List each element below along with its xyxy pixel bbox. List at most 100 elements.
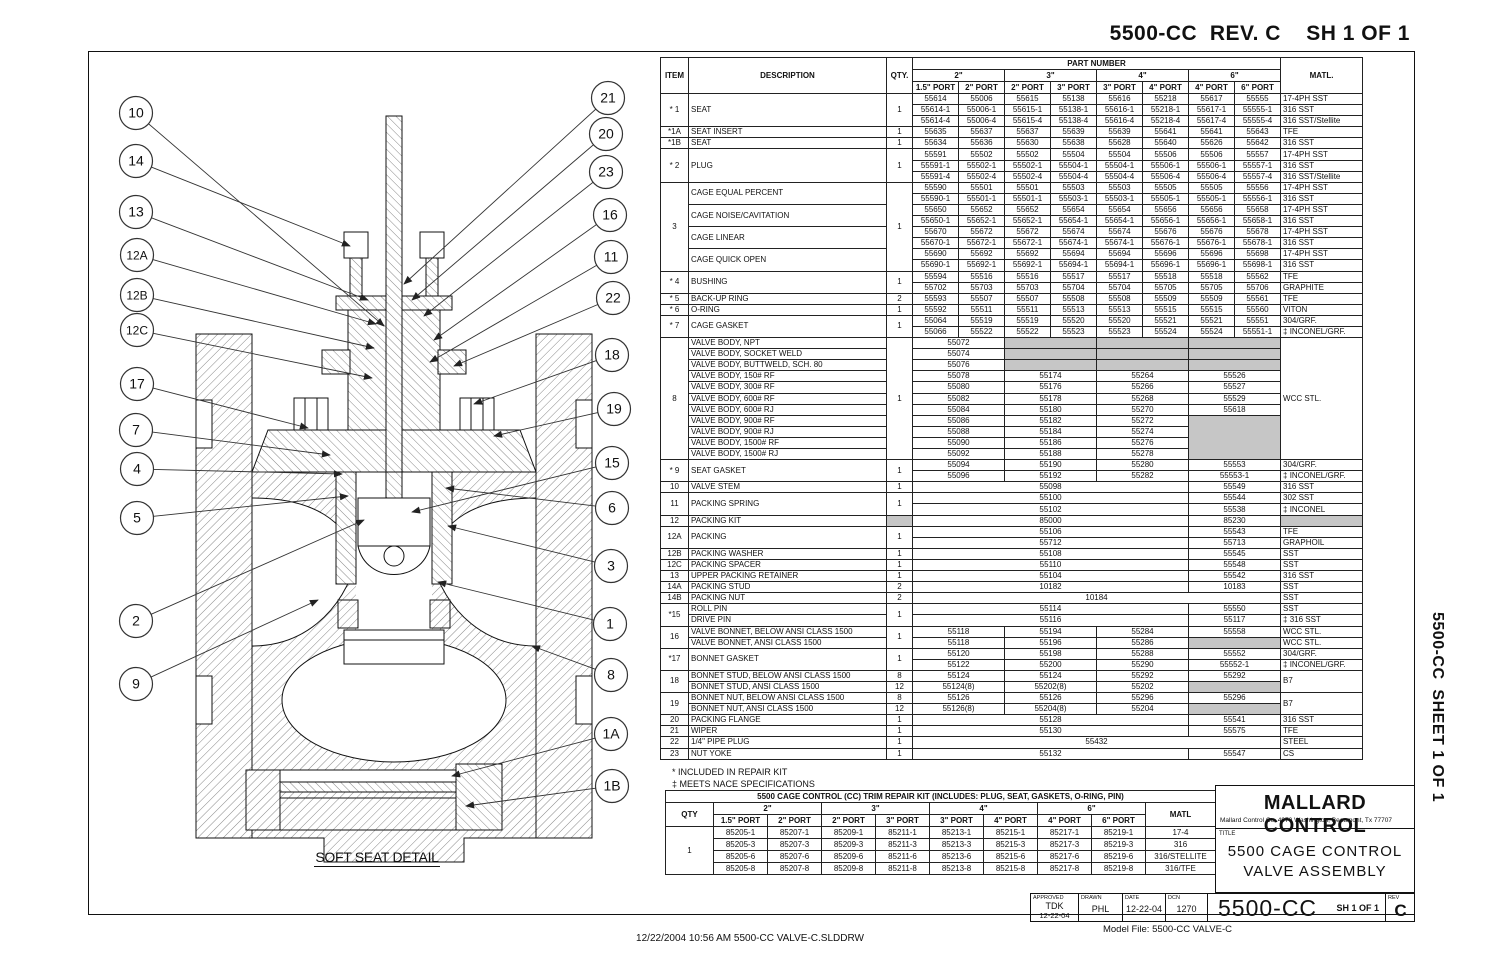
table-cell: 2 [886, 592, 913, 605]
table-cell: 55504-1 [1096, 159, 1143, 172]
table-cell: 55548 [1187, 558, 1282, 572]
table-cell: SEAT [688, 137, 887, 150]
balloon-circle [119, 451, 155, 487]
table-cell [1187, 680, 1282, 694]
leader-line [473, 360, 597, 405]
table-cell: 85219-6 [1091, 850, 1146, 863]
balloon-21: 21 [403, 80, 626, 285]
table-cell: BUSHING [688, 270, 887, 294]
table-cell: SEAT GASKET [688, 459, 887, 483]
table-cell: 55194 [1004, 625, 1097, 638]
table-cell: VALVE BODY, 600# RF [688, 392, 887, 405]
balloon-circle [594, 768, 630, 804]
table-cell: 55698-1 [1233, 259, 1282, 272]
header-cell: 3" [821, 802, 930, 815]
leader-line [465, 787, 596, 809]
leader-line [423, 181, 594, 317]
table-cell: 55522 [1004, 325, 1051, 339]
table-cell: 55276 [1096, 436, 1189, 450]
table-cell: 12A [660, 525, 689, 549]
table-cell: SST [1280, 581, 1364, 594]
table-cell: 55124(8) [912, 680, 1005, 694]
header-cell: 6" [1187, 69, 1282, 82]
table-cell: ‡ INCONEL [1280, 503, 1364, 516]
table-cell: 55132 [912, 747, 1189, 760]
table-cell: 55555-4 [1233, 115, 1282, 128]
table-cell: 55556 [1233, 181, 1282, 194]
table-cell: 55614-4 [912, 115, 959, 128]
table-cell: 8 [886, 692, 913, 705]
soft-seat-detail [245, 763, 503, 831]
table-cell: 3 [660, 181, 689, 272]
table-cell: 85000 [912, 514, 1189, 527]
table-cell: 55674 [1096, 226, 1143, 239]
table-cell: 17-4PH SST [1280, 248, 1364, 261]
table-cell [886, 514, 913, 527]
table-cell: 55615-1 [1004, 104, 1051, 117]
table-cell: 55656 [1188, 203, 1235, 217]
footer-timestamp: 12/22/2004 10:56 AM 5500-CC VALVE-C.SLDD… [636, 933, 864, 944]
table-cell: 17-4PH SST [1280, 226, 1364, 239]
table-cell: 55544 [1187, 492, 1282, 505]
balloon-circle [119, 500, 155, 536]
table-cell: 55590 [912, 181, 959, 194]
table-cell: 85207-6 [767, 850, 822, 863]
table-cell: 19 [660, 692, 689, 716]
table-cell: 1 [886, 725, 913, 738]
table-cell: 55522 [958, 325, 1005, 339]
table-cell: 55078 [912, 370, 1005, 383]
table-cell: 55652-1 [1004, 215, 1051, 228]
table-cell: 85219-3 [1091, 838, 1146, 851]
table-cell [1187, 337, 1282, 350]
table-cell: 55504 [1050, 148, 1097, 161]
table-cell: 12 [660, 514, 689, 527]
table-cell: 55178 [1004, 392, 1097, 405]
table-cell: 55678 [1233, 226, 1282, 239]
header-cell: 4" PORT [1188, 81, 1235, 94]
table-cell: 1 [886, 181, 913, 272]
balloon-number: 8 [607, 667, 615, 683]
table-cell: 55696 [1142, 248, 1189, 261]
table-cell: 55432 [911, 736, 1282, 749]
table-cell: 55672 [958, 226, 1005, 239]
table-cell: 55511 [1004, 303, 1051, 316]
header-cell: PART NUMBER [911, 57, 1282, 70]
table-cell: 55521 [1188, 314, 1235, 327]
table-cell: 55204(8) [1004, 703, 1097, 716]
table-cell: 55180 [1004, 403, 1097, 416]
table-cell: 55504-4 [1096, 170, 1143, 183]
table-cell: 55524 [1142, 325, 1189, 339]
table-cell: 55502-4 [1004, 170, 1051, 183]
repair-kit-table-container: 5500 CAGE CONTROL (CC) TRIM REPAIR KIT (… [665, 790, 1216, 875]
table-cell: 55526 [1187, 370, 1282, 383]
table-cell: *1B [660, 137, 689, 150]
table-cell: 55519 [958, 314, 1005, 327]
table-cell: 55652 [958, 203, 1005, 217]
balloon-circle [118, 194, 154, 230]
leader-line [153, 298, 375, 350]
balloon-14: 14 [118, 143, 351, 247]
table-cell: STEEL [1280, 736, 1364, 749]
table-cell: 55292 [1187, 669, 1282, 682]
table-cell: 55591-1 [912, 159, 959, 172]
table-cell: 21 [660, 725, 689, 738]
table-cell: 55590-1 [912, 192, 959, 205]
header-cell: ITEM [660, 57, 689, 94]
table-cell: 55517 [1096, 270, 1143, 283]
table-cell: 55712 [912, 536, 1189, 549]
table-cell: VALVE STEM [688, 481, 887, 494]
drawing-title-line2: VALVE ASSEMBLY [1243, 863, 1387, 881]
table-cell: 55694 [1096, 248, 1143, 261]
leader-line [453, 304, 599, 367]
